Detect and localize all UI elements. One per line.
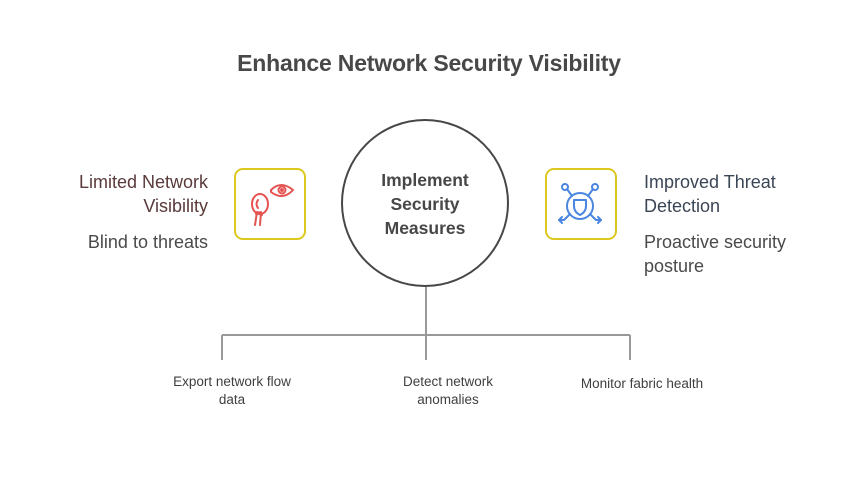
shield-network-icon bbox=[558, 183, 602, 224]
eye-with-hand-icon bbox=[251, 184, 294, 226]
right-icon-box bbox=[545, 168, 617, 240]
center-node bbox=[341, 119, 509, 287]
left-icon-box bbox=[234, 168, 306, 240]
branch-label-monitor-health: Monitor fabric health bbox=[580, 376, 704, 391]
diagram-title: Enhance Network Security Visibility bbox=[237, 50, 621, 76]
left-subtext: Blind to threats bbox=[87, 232, 208, 252]
